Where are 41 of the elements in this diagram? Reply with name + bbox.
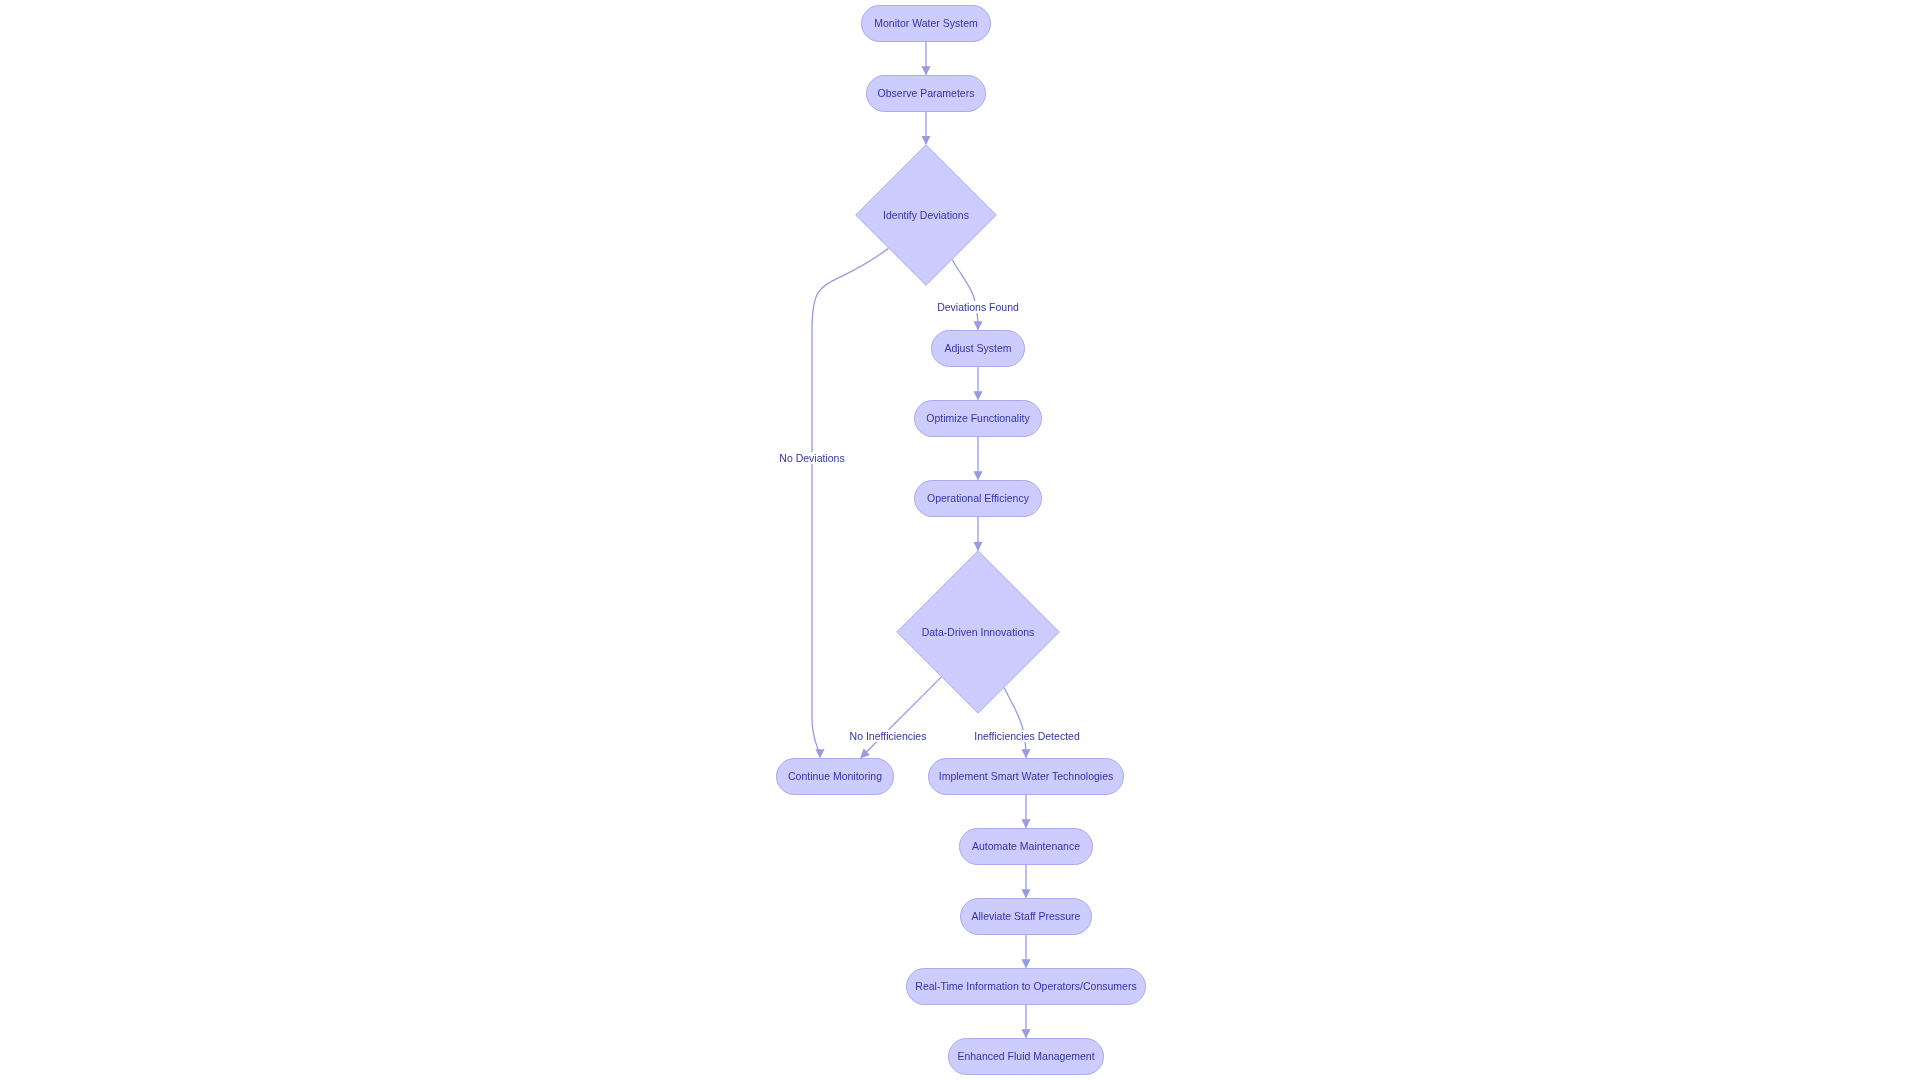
arrow bbox=[1021, 863, 1031, 899]
node-text: Observe Parameters bbox=[877, 87, 975, 99]
decision-diamond bbox=[896, 550, 1060, 714]
arrow bbox=[921, 40, 931, 76]
edge-label: Deviations Found bbox=[936, 301, 1020, 313]
arrow bbox=[811, 247, 889, 759]
process-box bbox=[914, 479, 1042, 517]
process-box bbox=[866, 74, 986, 112]
arrow bbox=[1021, 1003, 1031, 1039]
process-box bbox=[914, 399, 1042, 437]
node-text: Operational Efficiency bbox=[927, 492, 1029, 504]
node-text: Continue Monitoring bbox=[788, 770, 882, 782]
node-text: Optimize Functionality bbox=[926, 412, 1030, 424]
edge-label: No Inefficiencies bbox=[848, 730, 928, 742]
node-text: Adjust System bbox=[944, 342, 1012, 354]
process-box bbox=[959, 827, 1093, 865]
process-box bbox=[948, 1037, 1104, 1075]
node-text: Identify Deviations bbox=[883, 209, 969, 221]
arrow bbox=[1021, 793, 1031, 829]
node-text: Real-Time Information to Operators/Consumers bbox=[915, 980, 1137, 992]
process-box bbox=[931, 329, 1025, 367]
edge-label: Inefficiencies Detected bbox=[973, 730, 1081, 742]
process-box bbox=[960, 897, 1092, 935]
arrow bbox=[973, 435, 983, 481]
node-text: Monitor Water System bbox=[874, 17, 978, 29]
arrow bbox=[973, 365, 983, 401]
arrow bbox=[973, 515, 983, 551]
node-text: Automate Maintenance bbox=[972, 840, 1080, 852]
arrow bbox=[1021, 933, 1031, 969]
process-box bbox=[776, 757, 894, 795]
process-box bbox=[906, 967, 1146, 1005]
process-box bbox=[928, 757, 1124, 795]
arrow bbox=[921, 110, 931, 145]
node-text: Data-Driven Innovations bbox=[921, 626, 1035, 638]
node-text: Alleviate Staff Pressure bbox=[971, 910, 1081, 922]
arrow bbox=[860, 676, 942, 759]
decision-diamond bbox=[855, 144, 997, 286]
edge-label: No Deviations bbox=[778, 452, 846, 464]
process-box bbox=[861, 4, 991, 42]
node-text: Implement Smart Water Technologies bbox=[938, 770, 1114, 782]
node-text: Enhanced Fluid Management bbox=[957, 1050, 1095, 1062]
